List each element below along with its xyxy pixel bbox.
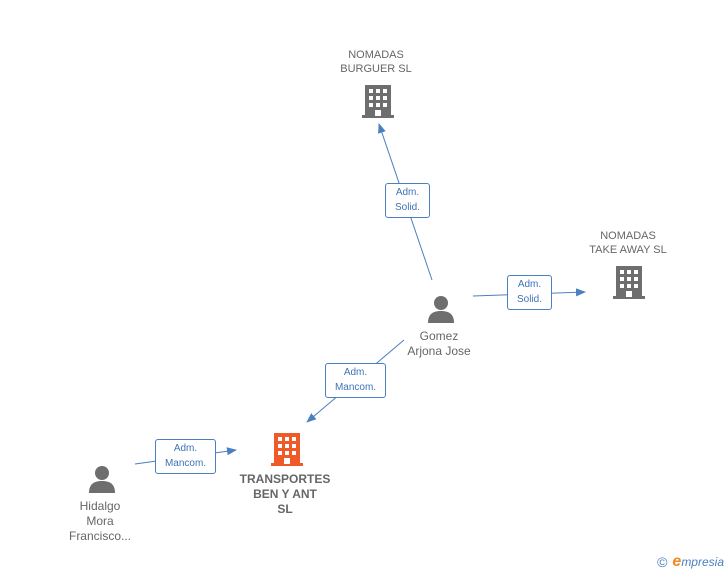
edge-label-line: Solid. (394, 202, 420, 213)
footer-brand: © empresia (657, 553, 724, 571)
node-label-gomez: Gomez Arjona Jose (389, 329, 489, 359)
edge-label-gomez-burguer[interactable]: Adm. Solid. (385, 183, 430, 218)
node-label-line: Arjona Jose (407, 344, 471, 358)
copyright-icon: © (657, 554, 668, 570)
building-icon[interactable] (361, 83, 395, 119)
node-label-line: BURGUER SL (340, 63, 412, 75)
node-label-line: Mora (86, 514, 114, 528)
brand-rest: mpresia (681, 555, 724, 569)
node-label-line: TAKE AWAY SL (589, 244, 667, 256)
brand-logo[interactable]: empresia (672, 553, 724, 571)
edge-label-line: Mancom. (164, 458, 207, 469)
node-label-line: NOMADAS (348, 49, 404, 61)
edge-label-line: Mancom. (334, 382, 377, 393)
node-label-line: Hidalgo (79, 499, 121, 513)
person-icon[interactable] (87, 464, 117, 494)
node-label-nomadas-burguer: NOMADAS BURGUER SL (326, 48, 426, 76)
brand-initial: e (672, 553, 682, 570)
building-icon[interactable] (270, 431, 304, 467)
edge-label-gomez-takeaway[interactable]: Adm. Solid. (507, 275, 552, 310)
node-label-line: Gomez (419, 329, 459, 343)
edge-label-gomez-transportes[interactable]: Adm. Mancom. (325, 363, 386, 398)
node-label-hidalgo: Hidalgo Mora Francisco... (50, 499, 150, 544)
node-label-line: TRANSPORTES (239, 472, 331, 486)
building-icon[interactable] (612, 264, 646, 300)
edge-label-line: Adm. (517, 279, 542, 290)
edge-label-line: Solid. (516, 294, 542, 305)
edge-label-line: Adm. (173, 443, 198, 454)
node-label-line: NOMADAS (600, 230, 656, 242)
edge-label-hidalgo-transportes[interactable]: Adm. Mancom. (155, 439, 216, 474)
edge-label-line: Adm. (343, 367, 368, 378)
edge-label-line: Adm. (395, 187, 420, 198)
node-label-line: BEN Y ANT (253, 487, 317, 501)
node-label-line: Francisco... (68, 529, 131, 543)
node-label-nomadas-takeaway: NOMADAS TAKE AWAY SL (570, 229, 686, 257)
node-label-transportes: TRANSPORTES BEN Y ANT SL (227, 472, 343, 517)
person-icon[interactable] (426, 294, 456, 324)
node-label-line: SL (277, 502, 293, 516)
